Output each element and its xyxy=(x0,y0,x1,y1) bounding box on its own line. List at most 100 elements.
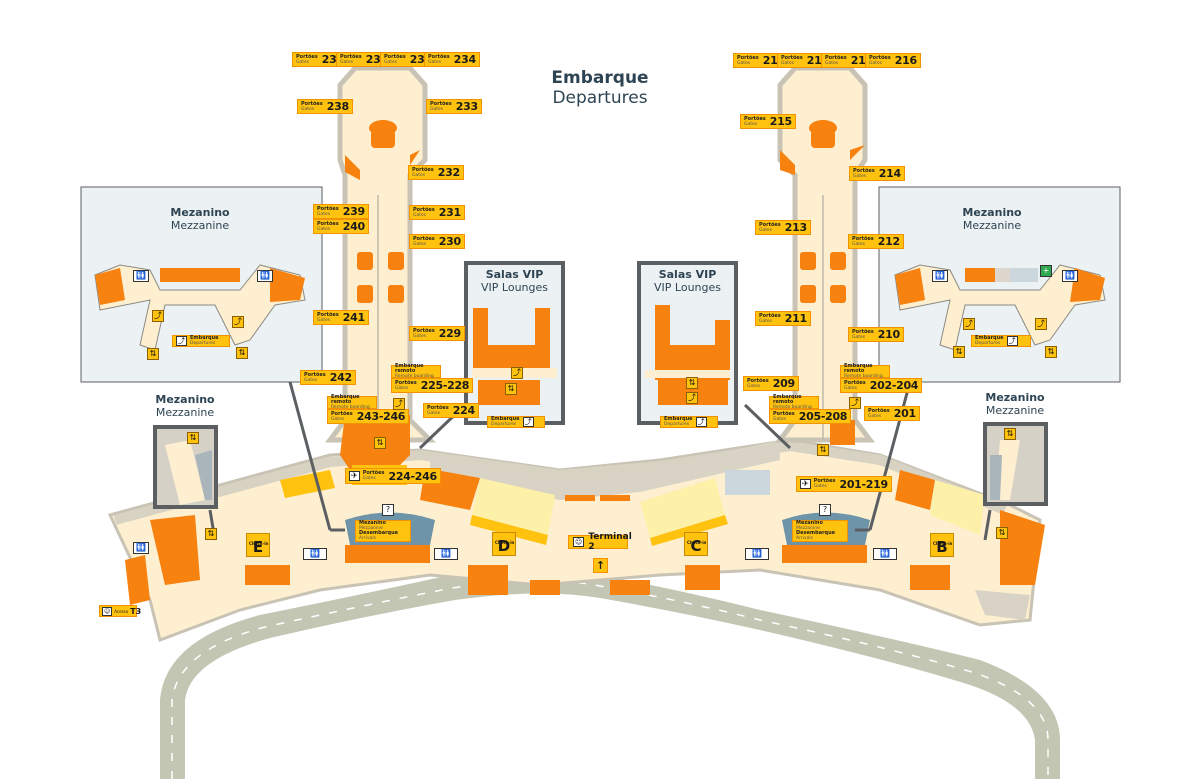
escalator-icon: ⤴ xyxy=(1035,318,1047,330)
gate-label-pt: Portões xyxy=(737,54,759,61)
escalator-icon: ⤴ xyxy=(152,310,164,322)
t3-access-label: Acesso xyxy=(114,608,129,614)
gate-label-pt: Portões xyxy=(301,100,323,107)
person-icon: ☺ xyxy=(102,606,113,616)
remote-label-en: Remote boarding xyxy=(844,374,883,379)
gate-label-pt: Portões xyxy=(853,167,875,174)
mezz-title-en: Mezzanine xyxy=(170,219,230,232)
terminal-2-sign[interactable]: ☺ Terminal 2 xyxy=(568,532,632,552)
mezz-title-pt: Mezanino xyxy=(962,206,1022,219)
gate-number: 224-246 xyxy=(388,469,437,483)
escalator-icon: ⤴ xyxy=(393,398,405,410)
mezzanine-inset-west-title: Mezanino Mezzanine xyxy=(150,206,250,232)
gate-label-pt: Portões xyxy=(413,327,435,334)
gate-label-en: Gates xyxy=(412,172,426,178)
gate-label-pt: Portões xyxy=(362,470,385,476)
gate-label-en: Gates xyxy=(759,318,773,324)
terminal-entrance-arrow[interactable]: ↑ xyxy=(593,558,608,573)
escalator-icon: ⤴ xyxy=(522,417,534,427)
gate-label-pt: Portões xyxy=(331,410,353,417)
gate-number: 233 xyxy=(455,100,478,113)
t3-access-sign[interactable]: ☺ Acesso T3 xyxy=(99,605,141,617)
checkin-label: Check-in xyxy=(933,541,953,546)
gate-label-pt: Portões xyxy=(427,404,449,411)
gate-label-pt: Portões xyxy=(852,328,874,335)
gate-label-en: Gates xyxy=(759,227,773,233)
remote-label-pt: Embarque remoto xyxy=(331,394,360,405)
gate-number: 202-204 xyxy=(869,379,919,392)
gate-label-en: Gates xyxy=(301,106,315,112)
small-mezzanine-west xyxy=(153,425,218,509)
gate-number: 215 xyxy=(769,115,792,128)
gate-label-en: Gates xyxy=(781,60,795,66)
restroom-icon: 🚻 xyxy=(932,270,948,282)
title-en: Departures xyxy=(552,88,648,108)
sign-text-pt: Desembarque xyxy=(796,530,836,536)
gate-label-pt: Portões xyxy=(869,54,891,61)
gate-label-pt: Portões xyxy=(384,53,406,60)
sign-text-en: Departures xyxy=(664,422,690,427)
up-arrow-icon: ↑ xyxy=(595,559,606,572)
gate-label-en: Gates xyxy=(340,59,354,65)
gate-label-pt: Portões xyxy=(781,54,803,61)
gate-label-pt: Portões xyxy=(825,54,847,61)
gate-label-en: Gates xyxy=(430,106,444,112)
escalator-icon: ⤴ xyxy=(1006,336,1018,346)
small-mezzanine-west-title: Mezanino Mezzanine xyxy=(135,393,235,419)
gate-label-pt: Portões xyxy=(773,410,795,417)
